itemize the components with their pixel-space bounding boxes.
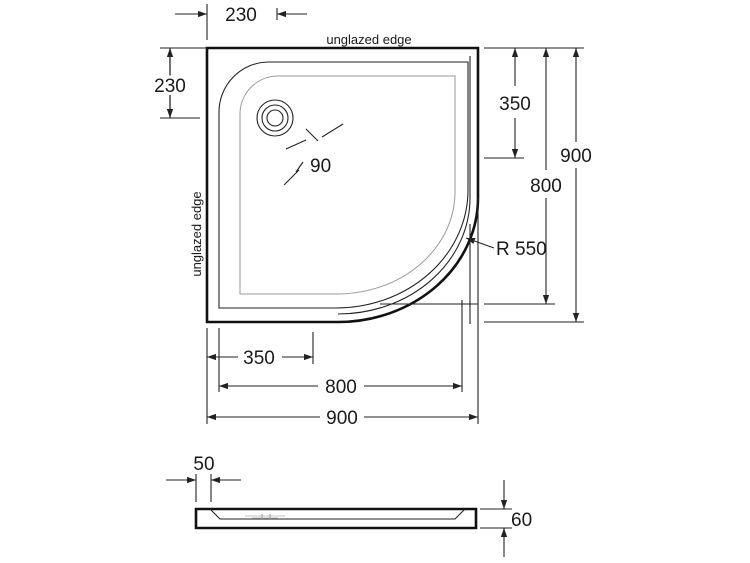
dim-right-900: 900 xyxy=(560,48,592,322)
dim-bottom-350-text: 350 xyxy=(243,348,275,369)
section-basin-line xyxy=(209,508,466,520)
dim-top-230-text: 230 xyxy=(225,5,257,26)
dim-waste-90-text: 90 xyxy=(310,156,331,177)
section-view: 50 60 xyxy=(166,454,532,557)
dim-section-50: 50 xyxy=(166,454,241,502)
section-waste-detail xyxy=(245,514,285,520)
dim-bottom-900-text: 900 xyxy=(326,408,358,429)
dim-bottom-800: 800 xyxy=(219,377,462,398)
dim-left-230: 230 xyxy=(151,47,207,119)
section-profile xyxy=(194,507,478,530)
dim-right-350: 350 xyxy=(499,48,531,158)
basin-outline xyxy=(218,61,469,309)
dim-top-230: 230 xyxy=(175,4,307,40)
dim-right-800-text: 800 xyxy=(530,176,562,197)
unglazed-edge-left-label: unglazed edge xyxy=(189,191,204,276)
plan-view: unglazed edge unglazed edge 230 230 9 xyxy=(151,4,592,429)
waste-outlet-icon xyxy=(256,99,294,137)
unglazed-edge-top-label: unglazed edge xyxy=(326,32,411,47)
dim-waste-90: 90 xyxy=(283,123,344,186)
dim-bottom-800-text: 800 xyxy=(325,377,357,398)
tray-rim xyxy=(337,56,471,315)
dim-right-800: 800 xyxy=(530,48,562,304)
dim-section-50-text: 50 xyxy=(193,454,214,475)
dim-section-60-text: 60 xyxy=(511,510,532,531)
dim-left-230-text: 230 xyxy=(154,76,186,97)
dim-right-900-text: 900 xyxy=(560,146,592,167)
dim-bottom-900: 900 xyxy=(207,408,478,429)
tray-outline xyxy=(205,46,480,324)
dim-right-350-text: 350 xyxy=(499,94,531,115)
dim-bottom-350: 350 xyxy=(207,348,313,369)
basin-floor xyxy=(239,75,456,295)
dim-radius-text: R 550 xyxy=(496,239,547,260)
dim-radius: R 550 xyxy=(465,237,547,260)
dim-section-60: 60 xyxy=(480,480,532,557)
